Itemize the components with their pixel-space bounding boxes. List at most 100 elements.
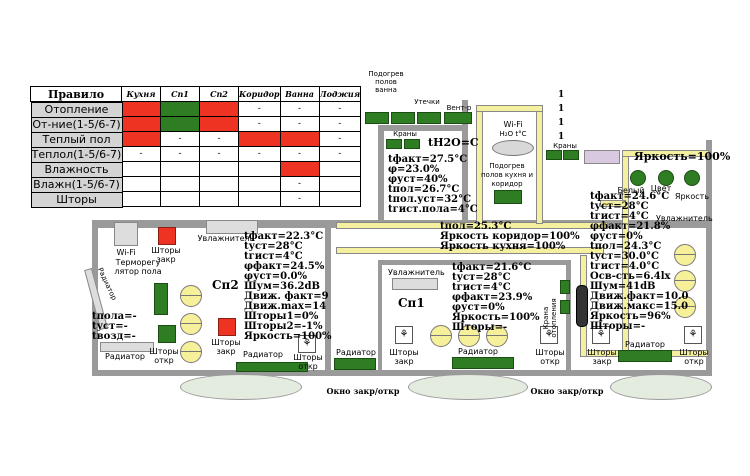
rule-cell[interactable]: - bbox=[199, 146, 239, 162]
rule-cell[interactable] bbox=[199, 101, 239, 117]
heating-valves-label: Крана отопления bbox=[542, 298, 558, 338]
lamp-sp2-1[interactable] bbox=[180, 285, 202, 307]
valve-kitchen-1[interactable] bbox=[546, 150, 562, 160]
floor-heat-bath-button-2[interactable] bbox=[391, 112, 415, 124]
rule-cell[interactable] bbox=[199, 191, 239, 207]
lamp-sp1-2[interactable] bbox=[458, 325, 480, 347]
rule-cell[interactable] bbox=[238, 191, 281, 207]
shutter-kitchen-close-label: Шторы закр bbox=[587, 348, 617, 366]
shutter-sp2-close-button-2[interactable] bbox=[218, 318, 236, 336]
rule-cell[interactable] bbox=[121, 161, 161, 177]
reading-line: Шум=41dB bbox=[590, 281, 656, 292]
rule-cell[interactable] bbox=[318, 161, 362, 177]
window-kitchen[interactable] bbox=[610, 374, 712, 400]
rule-cell[interactable]: - bbox=[121, 146, 161, 162]
shutter-sp2-close-label-2: Шторы закр bbox=[211, 338, 241, 356]
rule-cell[interactable] bbox=[160, 161, 200, 177]
radiator-sp1-button[interactable] bbox=[334, 358, 376, 370]
lamp-kitchen-3[interactable] bbox=[674, 296, 696, 318]
heating-valve-1[interactable] bbox=[560, 280, 570, 294]
rule-cell[interactable] bbox=[199, 176, 239, 192]
radiator-kitchen-button[interactable] bbox=[618, 350, 672, 362]
light-color-toggle[interactable] bbox=[658, 170, 674, 186]
rule-cell[interactable]: - bbox=[279, 116, 320, 132]
rule-cell[interactable]: - bbox=[160, 146, 200, 162]
rule-cell[interactable]: - bbox=[279, 191, 320, 207]
rule-cell[interactable]: - bbox=[318, 131, 362, 147]
rule-cell[interactable] bbox=[121, 176, 161, 192]
sp2-title: Сп2 bbox=[212, 278, 239, 292]
lamp-kitchen-2[interactable] bbox=[674, 270, 696, 292]
rule-cell[interactable] bbox=[121, 131, 161, 147]
col-bath: Ванна bbox=[279, 86, 320, 102]
rule-cell[interactable]: - bbox=[238, 146, 281, 162]
light-brightness-toggle[interactable] bbox=[684, 170, 700, 186]
rule-cell[interactable] bbox=[160, 176, 200, 192]
valve-bath-1[interactable] bbox=[386, 139, 402, 149]
fan-button[interactable] bbox=[444, 112, 472, 124]
rule-cell[interactable]: - bbox=[238, 101, 281, 117]
heating-valve-2[interactable] bbox=[560, 300, 570, 314]
shutter-kitchen-icon: ⚘ bbox=[592, 326, 610, 344]
reading-line: tфакт=27.5°C bbox=[388, 154, 468, 165]
window-sp1-label: Окно закр/откр bbox=[326, 386, 400, 396]
rule-cell[interactable] bbox=[160, 116, 200, 132]
rule-cell[interactable] bbox=[238, 131, 281, 147]
rule-cell[interactable] bbox=[318, 176, 362, 192]
col-corridor: Коридор bbox=[238, 86, 281, 102]
lamp-sp1-3[interactable] bbox=[486, 325, 508, 347]
table-row: Влажность bbox=[30, 161, 362, 178]
rule-cell[interactable]: - bbox=[318, 146, 362, 162]
rule-cell[interactable] bbox=[160, 191, 200, 207]
rule-cell[interactable] bbox=[199, 116, 239, 132]
light-white-toggle[interactable] bbox=[630, 170, 646, 186]
reading-line: Шторы=- bbox=[452, 322, 508, 333]
shutter-sp2-close-button[interactable] bbox=[158, 227, 176, 245]
shutter-sp2-open-button[interactable] bbox=[158, 325, 176, 343]
leaks-button[interactable] bbox=[417, 112, 441, 124]
rule-cell[interactable] bbox=[121, 116, 161, 132]
lamp-sp2-2[interactable] bbox=[180, 313, 202, 335]
rule-cell[interactable] bbox=[279, 131, 320, 147]
rule-cell[interactable] bbox=[121, 191, 161, 207]
shutter-sp2-open-label: Шторы откр bbox=[149, 347, 179, 365]
rule-label: Шторы bbox=[30, 191, 123, 208]
water-temp-value: tH2O=C bbox=[428, 136, 479, 149]
col-sp2: Сп2 bbox=[199, 86, 239, 102]
floor-heat-kitchen-button[interactable] bbox=[494, 190, 522, 204]
col-loggia: Лоджия bbox=[318, 86, 362, 102]
radiator-sp2-button[interactable] bbox=[236, 362, 308, 372]
valve-bath-2[interactable] bbox=[404, 139, 420, 149]
reading-line: tфакт=22.3°C bbox=[244, 231, 324, 242]
wall-bottom bbox=[92, 370, 712, 376]
rule-cell[interactable] bbox=[238, 161, 281, 177]
valves-kitchen-label: Краны bbox=[553, 142, 577, 150]
rule-cell[interactable] bbox=[238, 176, 281, 192]
rule-cell[interactable] bbox=[279, 161, 320, 177]
rule-cell[interactable]: - bbox=[279, 176, 320, 192]
lamp-sp2-3[interactable] bbox=[180, 341, 202, 363]
rule-cell[interactable]: - bbox=[279, 146, 320, 162]
rule-cell[interactable]: - bbox=[199, 131, 239, 147]
rule-cell[interactable] bbox=[318, 191, 362, 207]
rule-label: Теплол(1-5/6-7) bbox=[30, 146, 123, 163]
rule-cell[interactable] bbox=[121, 101, 161, 117]
rule-cell[interactable]: - bbox=[279, 101, 320, 117]
rule-cell[interactable]: - bbox=[160, 131, 200, 147]
valve-kitchen-2[interactable] bbox=[563, 150, 579, 160]
radiator-sp1-button-2[interactable] bbox=[452, 357, 514, 369]
window-sp2[interactable] bbox=[180, 374, 302, 400]
floor-heat-bath-button[interactable] bbox=[365, 112, 389, 124]
rule-cell[interactable]: - bbox=[318, 116, 362, 132]
window-sp1[interactable] bbox=[408, 374, 528, 400]
lamp-kitchen-1[interactable] bbox=[674, 244, 696, 266]
radiator-sp2-valve-button[interactable] bbox=[154, 283, 168, 315]
lamp-sp1-1[interactable] bbox=[430, 325, 452, 347]
rule-cell[interactable]: - bbox=[238, 116, 281, 132]
rule-cell[interactable]: - bbox=[318, 101, 362, 117]
wall-sp1-right bbox=[566, 260, 571, 375]
rule-cell[interactable] bbox=[160, 101, 200, 117]
rule-cell[interactable] bbox=[199, 161, 239, 177]
fan-label: Вент-р bbox=[446, 104, 472, 112]
